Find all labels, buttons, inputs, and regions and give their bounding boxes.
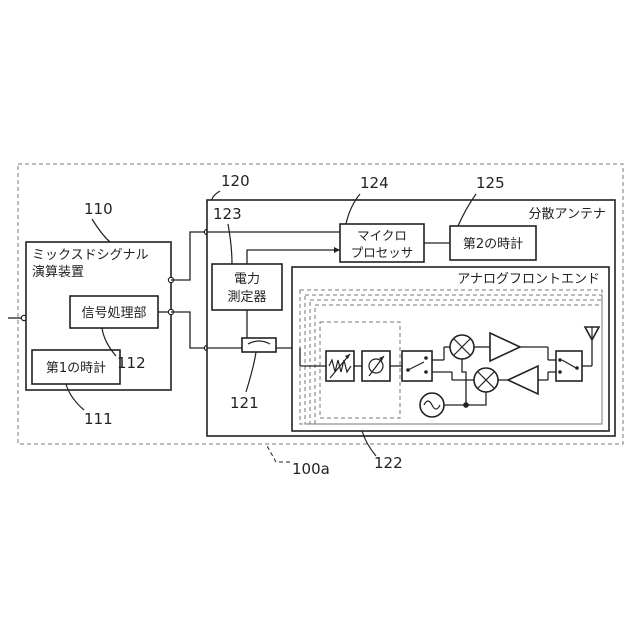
- ref-100a: 100a: [292, 460, 330, 478]
- signal-processor-label: 信号処理部: [81, 306, 146, 321]
- ref-125: 125: [476, 174, 505, 192]
- ref-122: 122: [374, 454, 403, 472]
- ref-124: 124: [360, 174, 389, 192]
- second-clock-label: 第2の時計: [463, 236, 523, 252]
- microprocessor-label-1: マイクロ: [357, 228, 407, 243]
- analog-front-end-label: アナログフロントエンド: [457, 272, 600, 287]
- mixed-signal-label-2: 演算装置: [32, 264, 84, 280]
- ref-120: 120: [221, 172, 250, 190]
- upper-link-wire: [171, 232, 207, 280]
- ref-112: 112: [117, 354, 146, 372]
- first-clock-label: 第1の時計: [46, 360, 106, 376]
- lower-link-wire: [171, 312, 207, 348]
- switch-right-icon: [556, 351, 582, 381]
- ref-121: 121: [230, 394, 259, 412]
- ref-123: 123: [213, 205, 242, 223]
- ref-111: 111: [84, 410, 113, 428]
- ref-110: 110: [84, 200, 113, 218]
- coupler-box: [242, 338, 276, 352]
- power-meter-label-1: 電力: [234, 272, 260, 287]
- microprocessor-label-2: プロセッサ: [351, 245, 414, 260]
- mixed-signal-label-1: ミックスドシグナル: [32, 248, 149, 263]
- distributed-antenna-label: 分散アンテナ: [529, 207, 606, 222]
- power-meter-label-2: 測定器: [227, 290, 266, 305]
